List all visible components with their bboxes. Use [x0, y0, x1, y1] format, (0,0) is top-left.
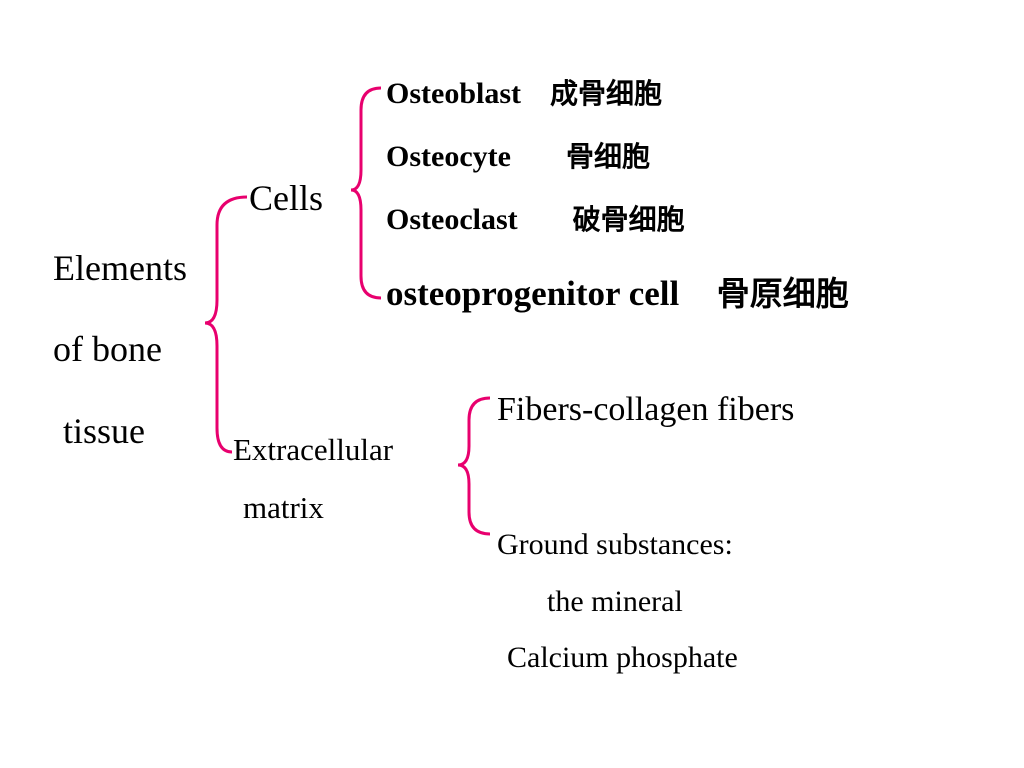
cell-item-cn: 成骨细胞	[550, 77, 663, 110]
cell-item-cn: 骨原细胞	[716, 274, 849, 313]
ground-substances-line-1: the mineral	[547, 585, 683, 618]
ground-substances-line-2: Calcium phosphate	[507, 641, 738, 674]
cell-item-cn: 破骨细胞	[572, 203, 685, 236]
root-brace	[204, 195, 248, 454]
cells-label: Cells	[249, 178, 324, 218]
cell-item-en: Osteoclast	[386, 203, 518, 236]
fibers-label: Fibers-collagen fibers	[497, 391, 795, 428]
cell-item-osteoprogenitor: osteoprogenitor cell 骨原细胞	[386, 276, 849, 311]
cell-item-en: Osteocyte	[386, 140, 511, 173]
cell-item-osteoblast: Osteoblast 成骨细胞	[386, 79, 662, 109]
cells-brace	[350, 86, 382, 300]
cell-item-osteocyte: Osteocyte 骨细胞	[386, 142, 650, 172]
cell-item-en: osteoprogenitor cell	[386, 274, 680, 313]
root-label-line-3: tissue	[63, 411, 146, 451]
matrix-label-line-2: matrix	[243, 490, 324, 525]
matrix-brace	[457, 396, 491, 536]
cell-item-en: Osteoblast	[386, 77, 521, 110]
cell-item-osteoclast: Osteoclast 破骨细胞	[386, 205, 685, 235]
root-label-line-1: Elements	[53, 248, 187, 288]
matrix-label-line-1: Extracellular	[233, 432, 394, 467]
root-label-line-2: of bone	[53, 329, 162, 369]
cell-item-cn: 骨细胞	[565, 140, 650, 173]
ground-substances-title: Ground substances:	[497, 528, 733, 561]
